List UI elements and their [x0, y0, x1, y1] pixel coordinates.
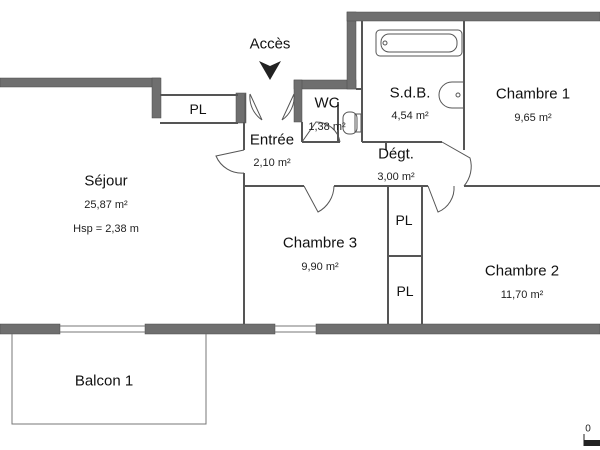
room-name-chambre2: Chambre 2	[484, 262, 560, 280]
room-name-balcon1: Balcon 1	[74, 372, 134, 390]
room-area-chambre2: 11,70 m²	[500, 289, 544, 301]
bath-drain	[382, 40, 388, 46]
arrow-down-icon	[259, 61, 281, 80]
toilet	[342, 111, 358, 135]
wall-sdb-left	[346, 11, 357, 90]
windows	[60, 325, 316, 333]
room-area-sejour: 25,87 m²	[84, 199, 128, 211]
room-name-chambre1: Chambre 1	[495, 85, 571, 103]
basin-drain	[455, 92, 461, 98]
inner-walls	[160, 21, 600, 324]
room-area-sdb: 4,54 m²	[391, 110, 429, 122]
room-name-degt: Dégt.	[378, 145, 414, 163]
doors	[215, 93, 472, 213]
room-name-sejour: Séjour	[84, 172, 128, 190]
room-area-wc: 1,38 m²	[308, 121, 346, 133]
room-area-entree: 2,10 m²	[253, 157, 291, 169]
closet-label-2: PL	[395, 212, 413, 228]
wall-wc-left	[293, 79, 303, 123]
scale-label: 0	[585, 423, 591, 435]
wall-pl-right	[235, 92, 247, 124]
fixtures	[342, 29, 465, 135]
door-chambre2	[427, 185, 455, 213]
access-label: Accès	[249, 35, 291, 53]
room-area-chambre1: 9,65 m²	[514, 112, 552, 124]
wall-top-left	[0, 77, 161, 88]
room-name-entree: Entrée	[249, 131, 295, 149]
room-area-chambre3: 9,90 m²	[301, 261, 339, 273]
door-wc	[301, 121, 341, 143]
wall-wc-top	[293, 79, 357, 90]
wall-bottom-3	[315, 323, 600, 335]
toilet-tank	[354, 113, 362, 133]
room-name-sdb: S.d.B.	[389, 84, 431, 102]
closet-label-1: PL	[189, 101, 207, 117]
wall-bottom-2	[144, 323, 276, 335]
bathtub	[375, 29, 463, 57]
room-note-sejour: Hsp = 2,38 m	[73, 223, 139, 235]
bathtub-inner	[380, 33, 458, 53]
wall-top-right	[346, 11, 600, 22]
door-sejour	[215, 149, 245, 174]
wall-pl-left	[151, 77, 162, 119]
washbasin	[438, 81, 465, 109]
door-chambre1	[441, 141, 472, 187]
room-name-wc: WC	[314, 94, 340, 112]
access-arrow	[259, 61, 281, 80]
door-entry-left	[249, 93, 263, 121]
door-entry-right	[281, 93, 295, 121]
door-chambre3	[303, 185, 335, 213]
scale-bar	[583, 434, 600, 446]
room-area-degt: 3,00 m²	[377, 171, 415, 183]
closet-label-3: PL	[396, 283, 414, 299]
room-name-chambre3: Chambre 3	[282, 234, 358, 252]
outer-walls	[0, 11, 600, 335]
wall-bottom-1	[0, 323, 61, 335]
balcony	[11, 334, 207, 425]
